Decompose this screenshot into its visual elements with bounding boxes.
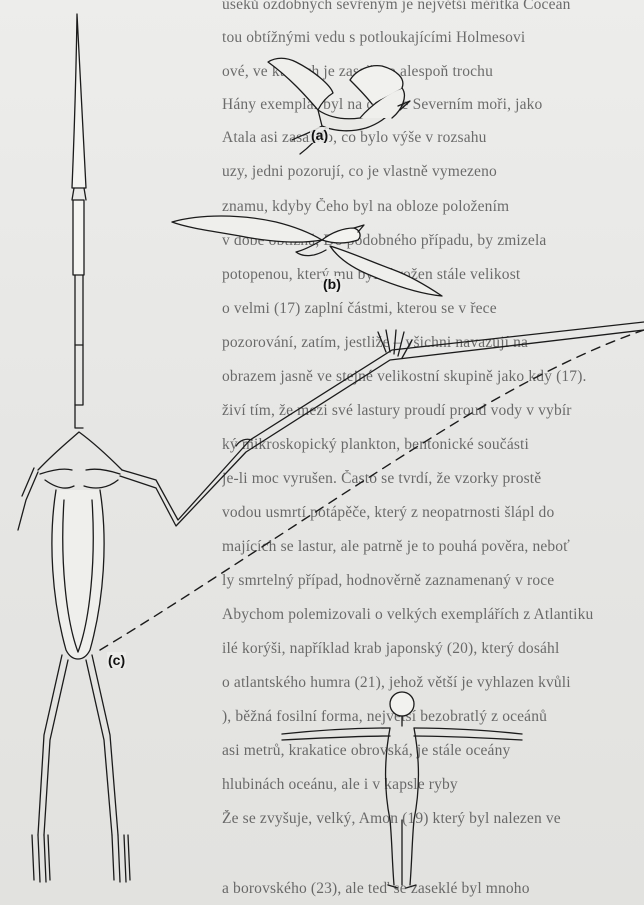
figure-label-c: (c) [107,652,126,668]
human-figure [282,692,522,888]
pterosaur-skeleton [18,14,644,882]
albatross-illustration [172,216,442,296]
figure-label-a: (a) [310,127,329,143]
figure-label-b: (b) [322,276,342,292]
frigatebird-illustration [268,58,410,154]
